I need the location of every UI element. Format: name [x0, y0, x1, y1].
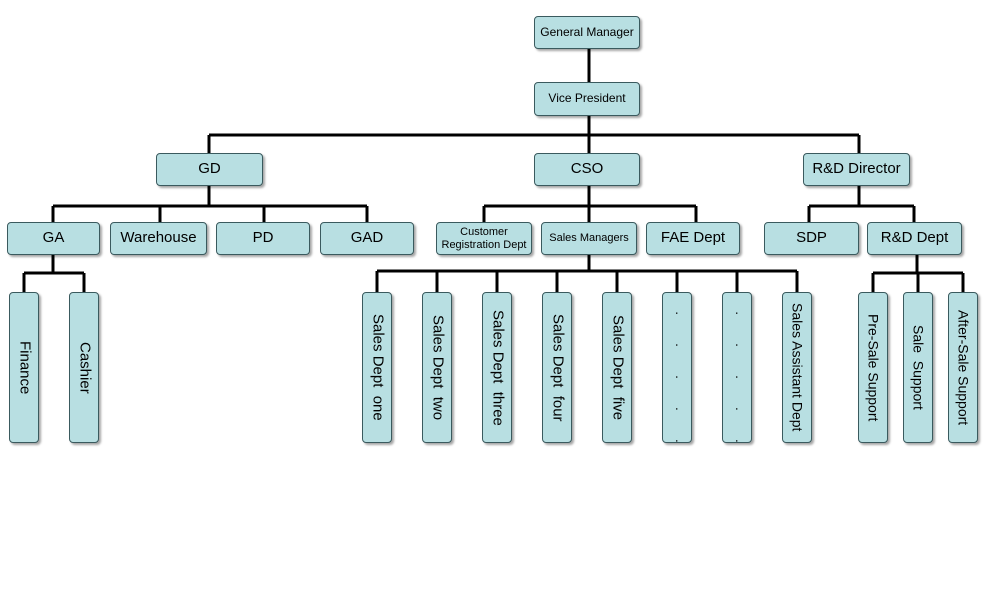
node-sales-dept-four-label: Sales Dept four — [549, 313, 567, 422]
node-customer-registration-dept: Customer Registration Dept — [436, 222, 532, 255]
node-pre-sale-support-label: Pre-Sale Support — [865, 313, 882, 422]
node-sales-dept-one-label: Sales Dept one — [369, 314, 387, 421]
node-sales-dept-three-label: Sales Dept three — [489, 309, 507, 426]
node-cso: CSO — [534, 153, 640, 186]
node-finance: Finance — [9, 292, 39, 443]
node-sales-dept-four: Sales Dept four — [542, 292, 572, 443]
node-sales-dept-two-label: Sales Dept two — [429, 314, 447, 421]
node-ellipsis-1-label: · · · · · · — [670, 279, 686, 456]
node-ellipsis-2-label: · · · · · · — [730, 279, 746, 456]
node-sales-dept-one: Sales Dept one — [362, 292, 392, 443]
node-sales-assistant-dept-label: Sales Assistant Dept — [789, 303, 806, 432]
node-ellipsis-2: · · · · · · — [722, 279, 752, 456]
node-ellipsis-1: · · · · · · — [662, 279, 692, 456]
node-sales-dept-two: Sales Dept two — [422, 292, 452, 443]
node-general-manager: General Manager — [534, 16, 640, 49]
node-finance-label: Finance — [16, 340, 34, 395]
node-sale-support: Sale Support — [903, 292, 933, 443]
node-sales-managers: Sales Managers — [541, 222, 637, 255]
node-warehouse: Warehouse — [110, 222, 207, 255]
node-sales-dept-five-label: Sales Dept five — [609, 314, 627, 421]
node-after-sale-support-label: After-Sale Support — [955, 309, 972, 426]
node-fae-dept: FAE Dept — [646, 222, 740, 255]
node-ga: GA — [7, 222, 100, 255]
node-after-sale-support: After-Sale Support — [948, 292, 978, 443]
node-vice-president: Vice President — [534, 82, 640, 116]
node-sdp: SDP — [764, 222, 859, 255]
node-gd: GD — [156, 153, 263, 186]
node-cashier-label: Cashier — [76, 341, 94, 394]
node-sales-dept-three: Sales Dept three — [482, 292, 512, 443]
node-pre-sale-support: Pre-Sale Support — [858, 292, 888, 443]
node-rd-director: R&D Director — [803, 153, 910, 186]
node-rd-dept: R&D Dept — [867, 222, 962, 255]
node-pd: PD — [216, 222, 310, 255]
node-cashier: Cashier — [69, 292, 99, 443]
node-gad: GAD — [320, 222, 414, 255]
node-sale-support-label: Sale Support — [910, 325, 927, 410]
node-sales-dept-five: Sales Dept five — [602, 292, 632, 443]
node-sales-assistant-dept: Sales Assistant Dept — [782, 292, 812, 443]
